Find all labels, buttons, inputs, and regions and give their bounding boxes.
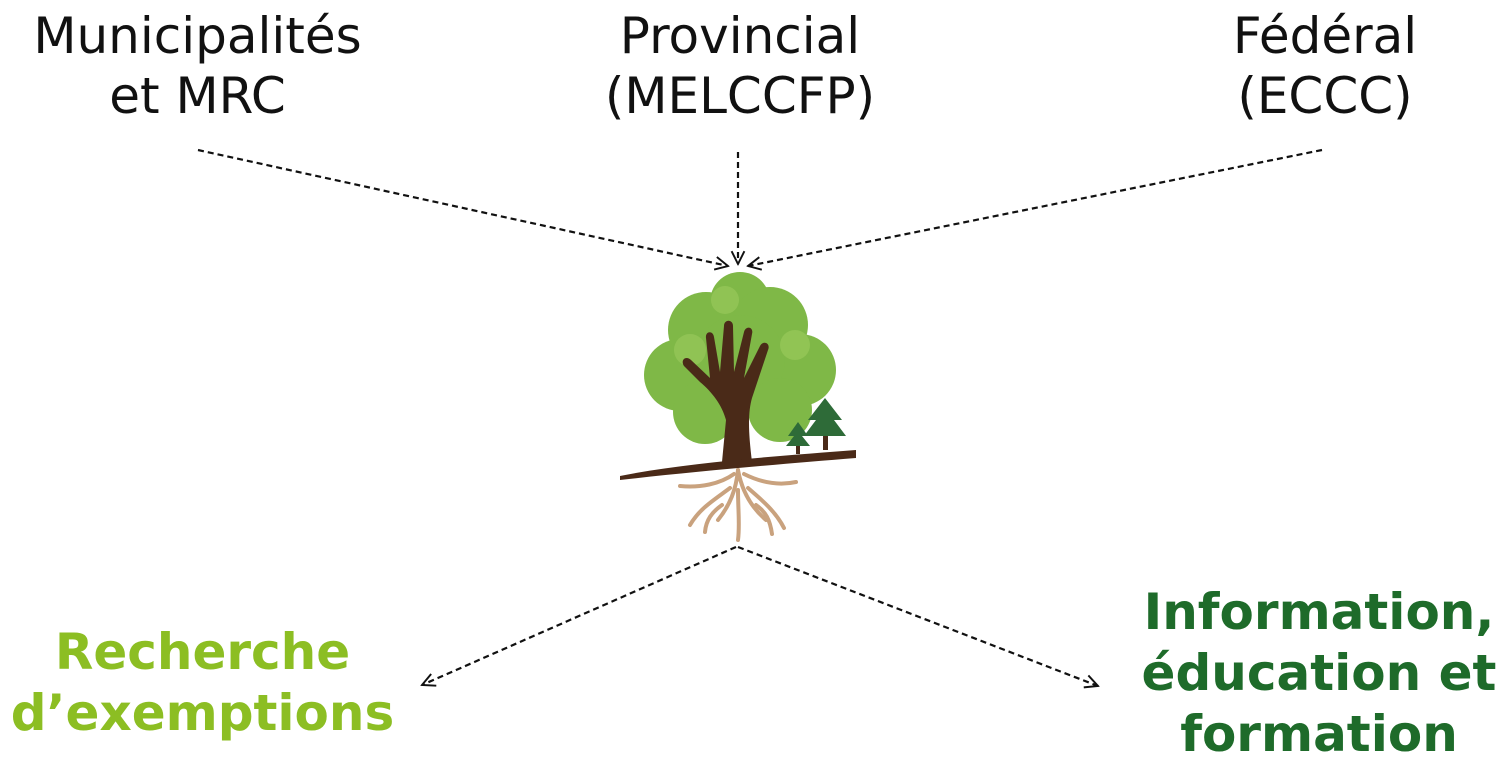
node-federal-line2: (ECCC): [1237, 67, 1413, 125]
node-provincial-line2: (MELCCFP): [604, 67, 876, 125]
arrow-municipalites-to-center: [197, 148, 728, 266]
node-federal-line1: Fédéral: [1232, 7, 1418, 65]
node-municipalites: Municipalités et MRC: [10, 6, 385, 126]
node-recherche-line2: d’exemptions: [10, 684, 395, 742]
node-information-line2: éducation et: [1141, 644, 1497, 702]
node-recherche: Recherche d’exemptions: [0, 622, 405, 744]
node-information-line1: Information,: [1143, 583, 1495, 641]
arrow-center-to-information: [737, 545, 1098, 686]
node-municipalites-line2: et MRC: [109, 67, 286, 125]
node-information: Information, éducation et formation: [1135, 582, 1503, 765]
node-provincial: Provincial (MELCCFP): [560, 6, 920, 126]
node-information-line3: formation: [1180, 705, 1458, 763]
arrow-federal-to-center: [748, 148, 1323, 266]
node-recherche-line1: Recherche: [54, 623, 351, 681]
node-municipalites-line1: Municipalités: [33, 7, 362, 65]
arrow-center-to-recherche: [422, 545, 737, 685]
node-federal: Fédéral (ECCC): [1185, 6, 1465, 126]
tree-hand-icon: [620, 272, 856, 542]
node-provincial-line1: Provincial: [619, 7, 861, 65]
